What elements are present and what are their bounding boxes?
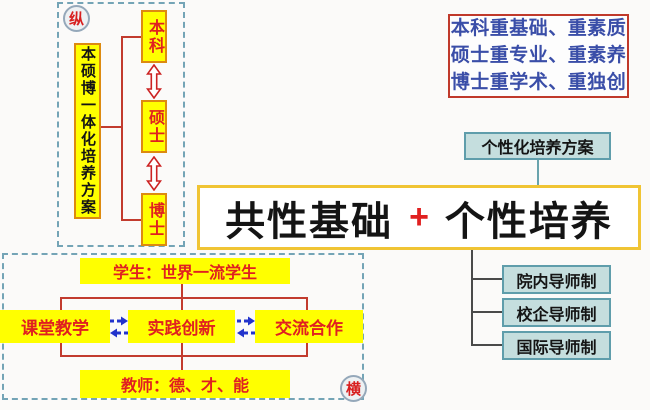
activity-label-classroom: 课堂教学 [21, 319, 89, 338]
activity-label-practice: 实践创新 [147, 319, 216, 338]
tutor-spine-line [471, 250, 473, 346]
vertical-section-frame [57, 2, 185, 247]
vertical-axis-badge: 纵 [63, 5, 90, 32]
personalized-plan-label: 个性化培养方案 [481, 140, 594, 157]
teacher-label: 教师：德、才、能 [120, 378, 249, 395]
tutor-box-internal: 院内导师制 [502, 265, 611, 294]
double-arrow-icon [146, 64, 162, 99]
bracket-middle-line [100, 126, 122, 128]
emphasis-box: 本科重基础、重素质 硕士重专业、重素养 博士重学术、重独创 [448, 14, 629, 98]
exchange-arrows-icon [110, 316, 128, 338]
vertical-axis-label: 纵 [68, 11, 84, 28]
emphasis-line-doctor: 博士重学术、重独创 [450, 72, 627, 93]
student-goal-box: 学生：世界一流学生 [80, 258, 290, 284]
activity-box-classroom: 课堂教学 [0, 310, 110, 343]
level-box-bachelor: 本科 [141, 10, 167, 63]
activity-box-practice: 实践创新 [128, 310, 235, 343]
tutor-branch-line [471, 278, 502, 280]
student-goal-label: 学生：世界一流学生 [112, 265, 257, 282]
tutor-box-enterprise: 校企导师制 [502, 298, 611, 327]
emphasis-line-master: 硕士重专业、重素养 [450, 45, 627, 66]
activity-label-exchange: 交流合作 [275, 319, 343, 338]
plan-connector-line [537, 160, 539, 186]
level-box-master: 硕士 [141, 100, 167, 153]
core-right-term: 个性培养 [444, 199, 613, 244]
bracket-top-line [121, 36, 142, 38]
level-label-bachelor: 本科 [146, 18, 163, 55]
bracket-bottom-line [121, 219, 142, 221]
activity-box-exchange: 交流合作 [255, 310, 363, 343]
level-box-doctor: 博士 [141, 193, 167, 246]
horizontal-axis-label: 横 [345, 381, 361, 398]
bracket-spine-line [121, 36, 123, 221]
double-arrow-icon [146, 156, 162, 191]
teacher-box: 教师：德、才、能 [80, 370, 290, 398]
core-formula-box: 共性基础 + 个性培养 [197, 185, 641, 250]
integrated-scheme-label: 本硕博一体化培养方案 [79, 46, 96, 216]
tutor-branch-line [471, 311, 502, 313]
exchange-arrows-icon [237, 316, 255, 338]
integrated-scheme-box: 本硕博一体化培养方案 [74, 43, 101, 219]
tutor-box-international: 国际导师制 [502, 331, 611, 360]
core-left-term: 共性基础 [225, 199, 394, 244]
level-label-doctor: 博士 [146, 201, 163, 238]
level-label-master: 硕士 [146, 108, 163, 145]
horizontal-axis-badge: 横 [340, 375, 367, 402]
plus-sign: + [409, 198, 429, 236]
tutor-branch-line [471, 344, 502, 346]
student-connector-line [181, 284, 183, 311]
teacher-connector-line [181, 343, 183, 371]
personalized-plan-box: 个性化培养方案 [464, 132, 611, 160]
tutor-label-enterprise: 校企导师制 [516, 306, 597, 324]
emphasis-line-bachelor: 本科重基础、重素质 [450, 18, 627, 39]
tutor-label-internal: 院内导师制 [516, 273, 597, 291]
tutor-label-international: 国际导师制 [516, 339, 597, 357]
